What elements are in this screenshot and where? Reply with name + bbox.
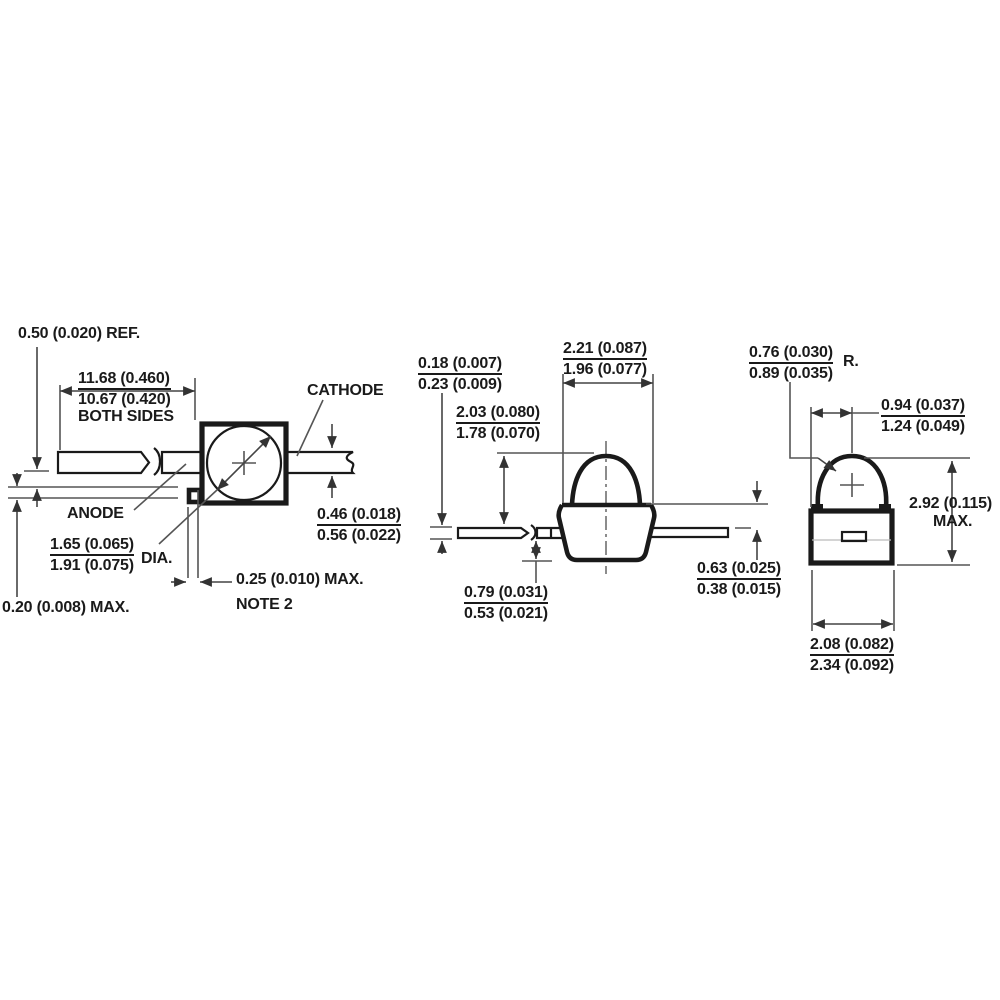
side-body-width-max: 2.21 (0.087) <box>563 340 647 360</box>
anode-lead <box>56 450 151 475</box>
radius-leader-line <box>789 382 818 459</box>
side-body-width-min: 1.96 (0.077) <box>563 361 647 378</box>
dome-radius-min: 0.76 (0.030) <box>749 344 833 364</box>
end-dome <box>815 453 889 509</box>
dome-height-dim: 2.03 (0.080) 1.78 (0.070) <box>456 404 540 442</box>
anode-lead-inner <box>160 450 201 475</box>
end-contact-slot <box>840 530 868 543</box>
lead-ref-label: 0.50 (0.020) REF. <box>18 325 140 342</box>
overall-height-suffix: MAX. <box>933 513 973 530</box>
radius-arrow <box>817 457 837 472</box>
top-view <box>8 347 356 597</box>
side-extension-lines <box>430 374 768 583</box>
side-body <box>556 502 657 563</box>
lead-to-base-max: 0.79 (0.031) <box>464 584 548 604</box>
lead-length-min: 10.67 (0.420) <box>78 391 171 408</box>
end-body-width-max: 2.34 (0.092) <box>810 657 894 674</box>
side-view <box>430 374 768 583</box>
side-left-lead <box>456 526 530 540</box>
end-body-width-dim: 2.08 (0.082) 2.34 (0.092) <box>810 636 894 674</box>
lead-width-max: 0.56 (0.022) <box>317 527 401 544</box>
dome-offset-dim: 0.94 (0.037) 1.24 (0.049) <box>881 397 965 435</box>
dome-radius-max: 0.89 (0.035) <box>749 365 833 382</box>
cathode-leader-line <box>296 399 324 457</box>
top-view-extension-lines <box>8 378 199 578</box>
lens-dia-dim: 1.65 (0.065) 1.91 (0.075) <box>50 536 134 574</box>
dome-height-min: 1.78 (0.070) <box>456 425 540 442</box>
overall-height-label: 2.92 (0.115) <box>909 495 992 512</box>
lens-dia-suffix: DIA. <box>141 550 173 567</box>
radius-center-cross <box>840 473 864 497</box>
side-body-width-dim: 2.21 (0.087) 1.96 (0.077) <box>563 340 647 378</box>
end-body-width-min: 2.08 (0.082) <box>810 636 894 656</box>
lead-thickness-max: 0.23 (0.009) <box>418 376 502 393</box>
anode-label: ANODE <box>67 505 124 522</box>
lead-thickness-min: 0.18 (0.007) <box>418 355 502 375</box>
lead-to-base-min: 0.53 (0.021) <box>464 605 548 622</box>
standoff-label: 0.20 (0.008) MAX. <box>2 599 130 616</box>
anode-index-tab <box>186 487 203 505</box>
tab-protrusion-note: NOTE 2 <box>236 596 293 613</box>
dome-height-max: 2.03 (0.080) <box>456 404 540 424</box>
lead-length-dim: 11.68 (0.460) 10.67 (0.420) <box>78 370 171 408</box>
lead-thickness-dim: 0.18 (0.007) 0.23 (0.009) <box>418 355 502 393</box>
cathode-lead <box>287 450 356 475</box>
package-body-square <box>199 421 289 506</box>
side-lead-break-arc <box>530 524 537 541</box>
lead-to-base-dim: 0.79 (0.031) 0.53 (0.021) <box>464 584 548 622</box>
lead-length-note: BOTH SIDES <box>78 408 174 425</box>
dome-offset-max: 1.24 (0.049) <box>881 418 965 435</box>
lens-circle <box>205 424 283 502</box>
side-right-lead <box>650 526 730 539</box>
anode-lead-break-arc <box>153 447 162 476</box>
lead-width-dim: 0.46 (0.018) 0.56 (0.022) <box>317 506 401 544</box>
cathode-label: CATHODE <box>307 382 384 399</box>
side-left-lead-inner <box>535 526 562 540</box>
end-extension-lines <box>810 407 970 631</box>
end-dome-left-foot <box>811 504 823 510</box>
side-dome <box>569 453 643 506</box>
end-view <box>789 382 970 631</box>
lens-diameter-arrow <box>216 435 272 491</box>
lens-dia-min: 1.65 (0.065) <box>50 536 134 556</box>
end-dome-right-foot <box>879 504 891 510</box>
dome-radius-suffix: R. <box>843 353 859 370</box>
dome-radius-dim: 0.76 (0.030) 0.89 (0.035) <box>749 344 833 382</box>
tab-protrusion-label: 0.25 (0.010) MAX. <box>236 571 364 588</box>
lead-width-min: 0.46 (0.018) <box>317 506 401 526</box>
top-to-lead-min: 0.38 (0.015) <box>697 581 781 598</box>
top-to-lead-max: 0.63 (0.025) <box>697 560 781 580</box>
lead-length-max: 11.68 (0.460) <box>78 370 171 390</box>
lens-dia-max: 1.91 (0.075) <box>50 557 134 574</box>
dome-offset-min: 0.94 (0.037) <box>881 397 965 417</box>
end-body <box>808 508 895 566</box>
top-to-lead-dim: 0.63 (0.025) 0.38 (0.015) <box>697 560 781 598</box>
